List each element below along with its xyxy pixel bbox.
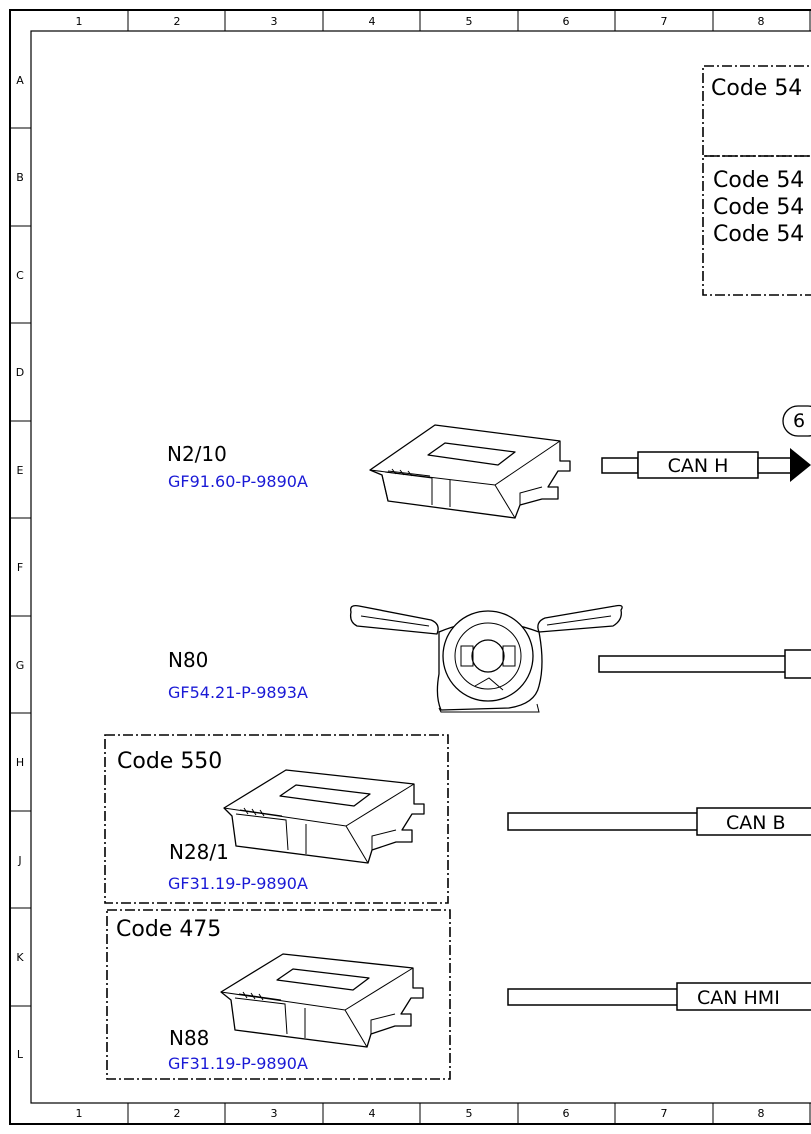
col-label-top: 5 [466, 15, 473, 28]
can-b-label-box [696, 807, 811, 836]
col-label-top: 6 [563, 15, 570, 28]
can-hmi-label: CAN HMI [697, 987, 780, 1009]
connector-marker [782, 405, 811, 437]
code-label: Code 54 [713, 222, 804, 247]
bus-line [507, 988, 679, 1006]
bus-label-box [784, 649, 811, 679]
control-unit-icon [369, 424, 571, 519]
row-label: B [16, 171, 24, 184]
code-box-a: Code 54 [702, 65, 811, 157]
col-label-top: 3 [271, 15, 278, 28]
code-box-b-border [702, 155, 811, 296]
row-label: K [16, 951, 24, 964]
row-label: L [17, 1048, 24, 1061]
row-label: A [16, 74, 24, 87]
bus-line-right [757, 457, 794, 474]
outer-frame [9, 9, 811, 1125]
can-h-label-box [637, 451, 759, 479]
code-label: Code 54 [713, 168, 804, 193]
can-b-label: CAN B [726, 812, 786, 834]
bus-line [598, 655, 788, 673]
col-label-top: 4 [369, 15, 376, 28]
code-label: Code 550 [117, 749, 222, 774]
control-unit-icon [223, 769, 425, 864]
bus-line-left [601, 457, 639, 474]
col-label-top: 7 [661, 15, 668, 28]
component-ref-link[interactable]: GF31.19-P-9890A [168, 874, 308, 893]
component-n80: N80 GF54.21-P-9893A [168, 604, 811, 713]
connector-number: 6 [793, 410, 805, 432]
control-unit-icon [220, 953, 424, 1048]
code-box-475-border [106, 909, 451, 1080]
col-label-bottom: 7 [661, 1107, 668, 1120]
row-label: G [16, 659, 25, 672]
arrow-right-icon [790, 448, 811, 482]
row-label: C [16, 269, 24, 282]
col-label-top: 2 [174, 15, 181, 28]
component-name: N2/10 [167, 442, 227, 466]
component-n2-10: N2/10 GF91.60-P-9890A CAN H 6 [167, 405, 811, 519]
code-box-b: Code 54 Code 54 Code 54 [702, 155, 811, 296]
col-label-top: 1 [76, 15, 83, 28]
col-label-bottom: 4 [369, 1107, 376, 1120]
col-label-bottom: 3 [271, 1107, 278, 1120]
col-label-top: 8 [758, 15, 765, 28]
row-label: J [17, 854, 21, 867]
component-ref-link[interactable]: GF91.60-P-9890A [168, 472, 308, 491]
component-name: N28/1 [169, 840, 229, 864]
col-label-bottom: 2 [174, 1107, 181, 1120]
grid-ticks [10, 10, 811, 1124]
col-label-bottom: 6 [563, 1107, 570, 1120]
component-name: N80 [168, 648, 208, 672]
col-label-bottom: 1 [76, 1107, 83, 1120]
row-label: E [17, 464, 24, 477]
code-label: Code 54 [713, 195, 804, 220]
code-label: Code 54 [711, 76, 802, 101]
col-label-bottom: 5 [466, 1107, 473, 1120]
bus-line [507, 812, 699, 831]
can-h-label: CAN H [668, 455, 729, 477]
component-n28-1: Code 550 N28/1 GF31.19-P-9890A CAN B [104, 734, 811, 904]
component-ref-link[interactable]: GF31.19-P-9890A [168, 1054, 308, 1073]
row-label: F [17, 561, 23, 574]
component-ref-link[interactable]: GF54.21-P-9893A [168, 683, 308, 702]
inner-frame [30, 30, 811, 1104]
code-label: Code 475 [116, 917, 221, 942]
row-label: H [16, 756, 24, 769]
code-box-550-border [104, 734, 449, 904]
steering-column-module-icon [349, 604, 623, 713]
component-n88: Code 475 N88 GF31.19-P-9890A CAN HMI [106, 909, 811, 1080]
row-label: D [16, 366, 24, 379]
col-label-bottom: 8 [758, 1107, 765, 1120]
component-name: N88 [169, 1026, 209, 1050]
can-hmi-label-box [676, 982, 811, 1011]
